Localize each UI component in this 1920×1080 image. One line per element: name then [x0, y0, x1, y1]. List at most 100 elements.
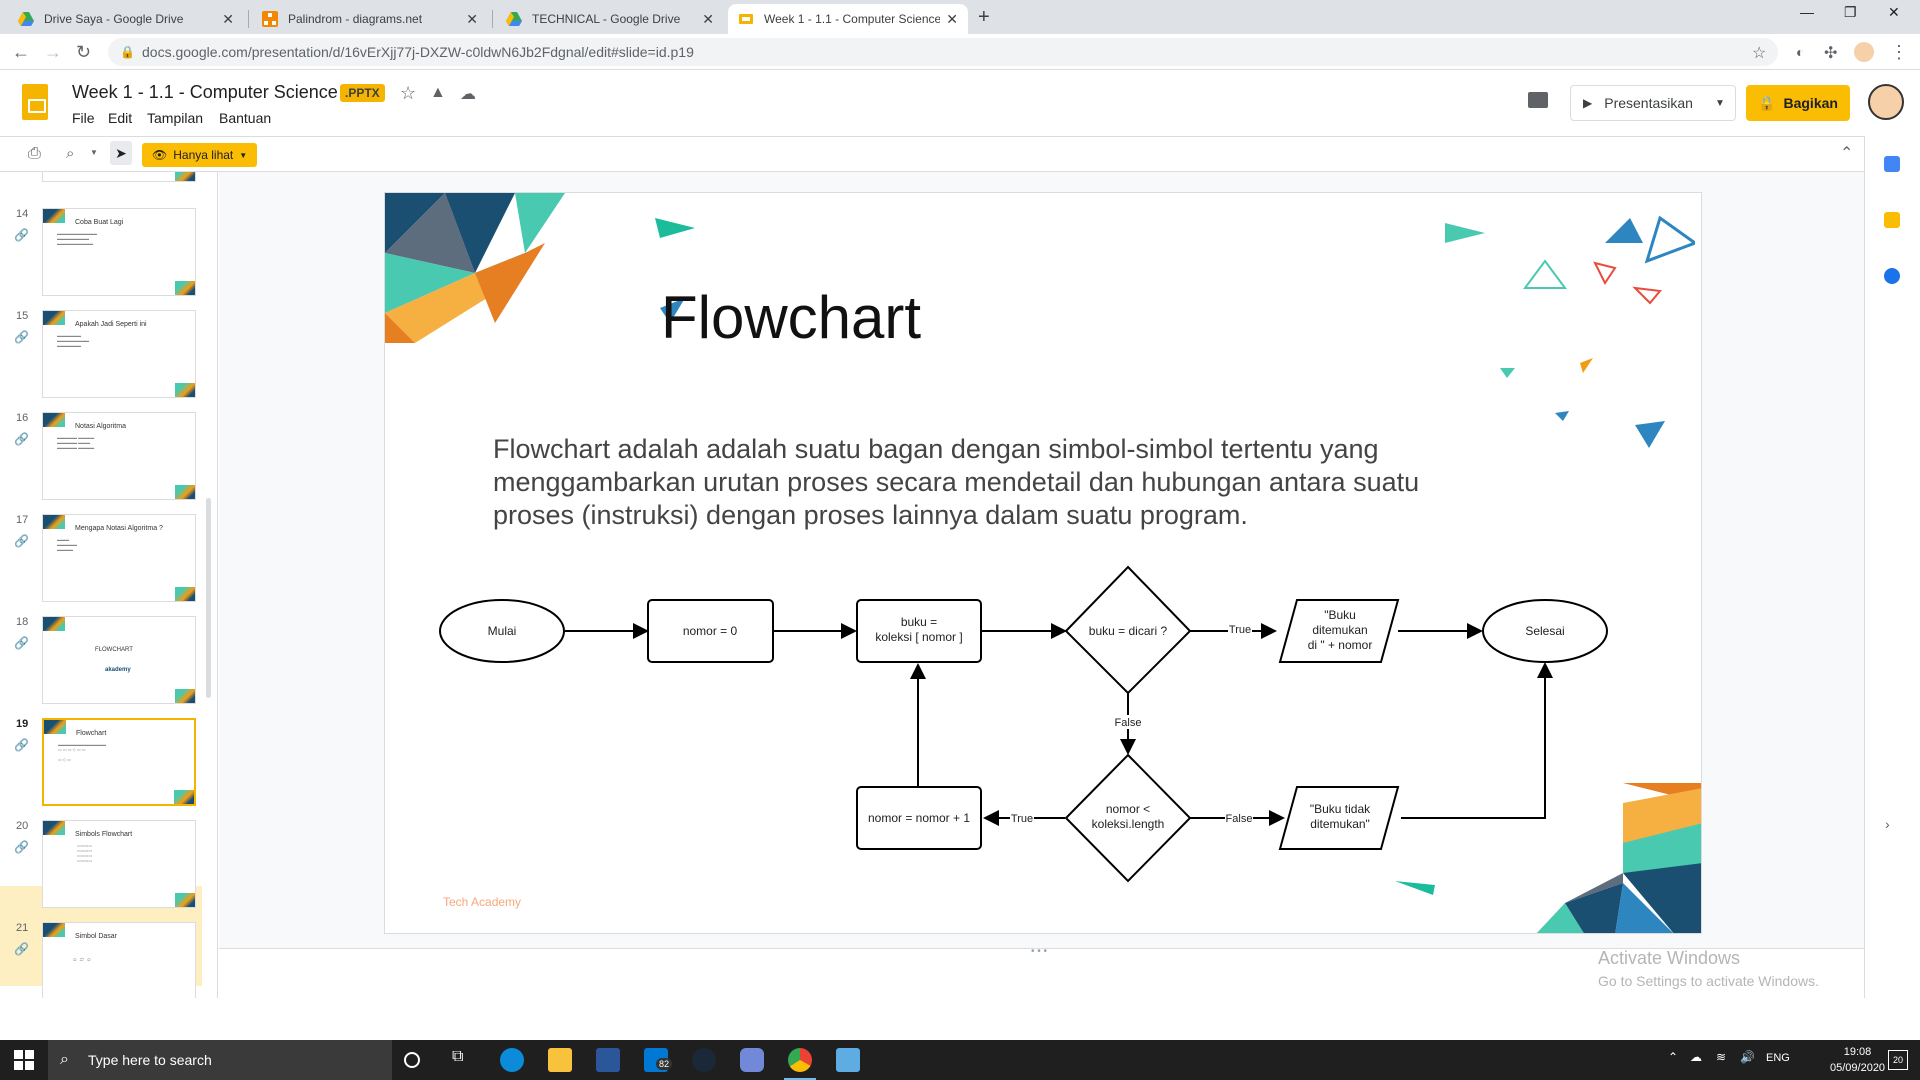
store-icon[interactable]: [596, 1048, 620, 1072]
url-input[interactable]: 🔒 docs.google.com/presentation/d/16vErXj…: [108, 38, 1778, 66]
speaker-notes-area[interactable]: • • •: [219, 946, 1864, 998]
slide-thumbnail[interactable]: Simbol Dasar⬭ ▱ ⬭: [42, 922, 196, 998]
chrome-icon[interactable]: [788, 1048, 812, 1072]
close-window-icon[interactable]: ✕: [1888, 4, 1900, 20]
volume-icon[interactable]: 🔊: [1740, 1050, 1755, 1064]
filmstrip-scrollbar[interactable]: [206, 498, 211, 698]
bookmark-star-icon[interactable]: ☆: [1752, 45, 1767, 62]
share-button[interactable]: 🔒 Bagikan: [1746, 85, 1850, 121]
flow-init-label: nomor = 0: [683, 624, 738, 638]
taskbar-search-input[interactable]: ⌕ Type here to search: [48, 1040, 392, 1080]
browser-tab[interactable]: Drive Saya - Google Drive ✕: [8, 4, 244, 34]
browser-tab-active[interactable]: Week 1 - 1.1 - Computer Science ✕: [728, 4, 968, 34]
present-button[interactable]: ▶ Presentasikan ▼: [1570, 85, 1736, 121]
new-tab-icon[interactable]: +: [978, 6, 990, 28]
star-icon[interactable]: ☆: [400, 83, 417, 103]
slide-thumbnail[interactable]: Apakah Jadi Seperti ini▬▬▬▬▬▬▬▬▬▬▬▬▬▬▬▬▬…: [42, 310, 196, 398]
chevron-down-icon[interactable]: ▼: [90, 148, 98, 157]
menu-file[interactable]: File: [72, 110, 95, 126]
calendar-icon[interactable]: [1884, 156, 1900, 172]
back-icon[interactable]: ←: [12, 42, 30, 62]
cloud-status-icon[interactable]: ☁: [460, 86, 476, 103]
menu-edit[interactable]: Edit: [108, 110, 133, 126]
profile-avatar[interactable]: [1854, 42, 1874, 62]
file-explorer-icon[interactable]: [548, 1048, 572, 1072]
close-tab-icon[interactable]: ✕: [946, 10, 958, 27]
flow-get-label-line1: buku =: [901, 615, 937, 629]
minimize-icon[interactable]: —: [1800, 4, 1814, 20]
close-tab-icon[interactable]: ✕: [466, 10, 478, 27]
notification-center-icon[interactable]: 20: [1888, 1050, 1908, 1070]
keep-icon[interactable]: [1884, 212, 1900, 228]
flow-end-label: Selesai: [1525, 624, 1564, 638]
edge-label-true: True: [1229, 624, 1251, 636]
decorative-triangles-top: [655, 218, 695, 323]
menu-view[interactable]: Tampilan: [147, 110, 204, 126]
edge-browser-icon[interactable]: [500, 1048, 524, 1072]
menu-help[interactable]: Bantuan: [219, 110, 272, 126]
slides-logo-icon[interactable]: [22, 84, 48, 120]
clock-time: 19:08: [1843, 1046, 1872, 1058]
extension-icon[interactable]: ◐: [1796, 44, 1805, 60]
flow-incr-node: [856, 786, 982, 850]
slide-thumbnail[interactable]: Simbols Flowchart▭▭▭▭▭▭▭▭▭▭▭▭▭▭▭▭: [42, 820, 196, 908]
wifi-icon[interactable]: ≋: [1716, 1050, 1727, 1064]
move-folder-icon[interactable]: ▲: [430, 84, 446, 101]
akademy-logo: akademy: [105, 667, 131, 673]
maximize-icon[interactable]: ❐: [1844, 4, 1857, 20]
onedrive-icon[interactable]: ☁: [1690, 1050, 1702, 1064]
language-indicator[interactable]: ENG: [1766, 1052, 1790, 1064]
close-tab-icon[interactable]: ✕: [702, 10, 714, 27]
edge-label-true: True: [1011, 813, 1033, 825]
browser-tab[interactable]: Palindrom - diagrams.net ✕: [252, 4, 488, 34]
print-icon[interactable]: ⎙: [28, 145, 41, 162]
tab-title: Palindrom - diagrams.net: [288, 12, 423, 26]
zoom-icon[interactable]: ⌕: [66, 145, 75, 162]
mail-icon[interactable]: 82: [644, 1048, 673, 1072]
mail-badge: 82: [656, 1058, 673, 1070]
view-only-label: Hanya lihat: [173, 148, 234, 162]
cortana-icon[interactable]: [404, 1052, 420, 1068]
slide-number: 20: [16, 820, 29, 832]
flow-get-node: [856, 599, 982, 663]
slide-thumbnail[interactable]: Coba Buat Lagi▬▬▬▬▬▬▬▬▬▬▬▬▬▬▬▬▬▬▬▬▬▬▬▬▬▬…: [42, 208, 196, 296]
slide-thumbnail[interactable]: Notasi Algoritma▬▬▬▬▬ ▬▬▬▬▬▬▬▬▬ ▬▬▬▬▬▬▬▬…: [42, 412, 196, 500]
slide-thumbnail[interactable]: [42, 172, 196, 182]
steam-icon[interactable]: [692, 1048, 716, 1072]
chevron-down-icon[interactable]: ▼: [1714, 97, 1725, 109]
thumb-title: Apakah Jadi Seperti ini: [75, 321, 147, 328]
slide-thumbnail[interactable]: Mengapa Notasi Algoritma ?▬▬▬▬▬▬▬▬▬▬▬▬: [42, 514, 196, 602]
collapse-toolbar-icon[interactable]: ⌃: [1840, 145, 1854, 162]
link-icon: 🔗: [14, 942, 29, 956]
notepad-icon[interactable]: [836, 1048, 860, 1072]
comments-icon[interactable]: [1528, 92, 1548, 108]
user-avatar[interactable]: [1868, 84, 1904, 120]
browser-tab[interactable]: TECHNICAL - Google Drive ✕: [496, 4, 724, 34]
chevron-right-icon[interactable]: ›: [1885, 816, 1890, 832]
flow-found-output: [1278, 599, 1400, 663]
discord-icon[interactable]: [740, 1048, 764, 1072]
tasks-icon[interactable]: [1884, 268, 1900, 284]
slide-thumbnail-selected[interactable]: Flowchart▬▬▬▬▬▬▬▬▬▬▬▬▭ ▭ ▭ ◇ ▭ ▭▭ ◇ ▭: [42, 718, 196, 806]
tab-separator: [492, 10, 493, 28]
windows-start-icon[interactable]: [14, 1050, 34, 1070]
more-menu-icon[interactable]: ⋮: [1890, 42, 1908, 62]
select-cursor-icon[interactable]: ➤: [110, 141, 132, 165]
reload-icon[interactable]: ↻: [76, 42, 92, 62]
slide-filmstrip[interactable]: 14 🔗 Coba Buat Lagi▬▬▬▬▬▬▬▬▬▬▬▬▬▬▬▬▬▬▬▬▬…: [0, 172, 218, 998]
close-tab-icon[interactable]: ✕: [222, 10, 234, 27]
document-title[interactable]: Week 1 - 1.1 - Computer Science: [72, 82, 338, 102]
file-format-badge: .PPTX: [340, 84, 385, 102]
activate-windows-title: Activate Windows: [1598, 948, 1741, 968]
forward-icon[interactable]: →: [44, 42, 62, 62]
flow-init-node: [647, 599, 774, 663]
chevron-up-icon[interactable]: ⌃: [1668, 1050, 1679, 1064]
task-view-icon[interactable]: ⧉: [452, 1048, 464, 1065]
resize-handle-icon[interactable]: • • •: [1031, 946, 1048, 957]
lock-icon: 🔒: [120, 45, 135, 59]
thumb-title: Simbol Dasar: [75, 933, 118, 940]
view-only-button[interactable]: 👁 Hanya lihat ▼: [142, 143, 258, 167]
taskbar-clock[interactable]: 19:08 05/09/2020: [1830, 1044, 1885, 1076]
puzzle-icon[interactable]: ✣: [1824, 45, 1838, 62]
